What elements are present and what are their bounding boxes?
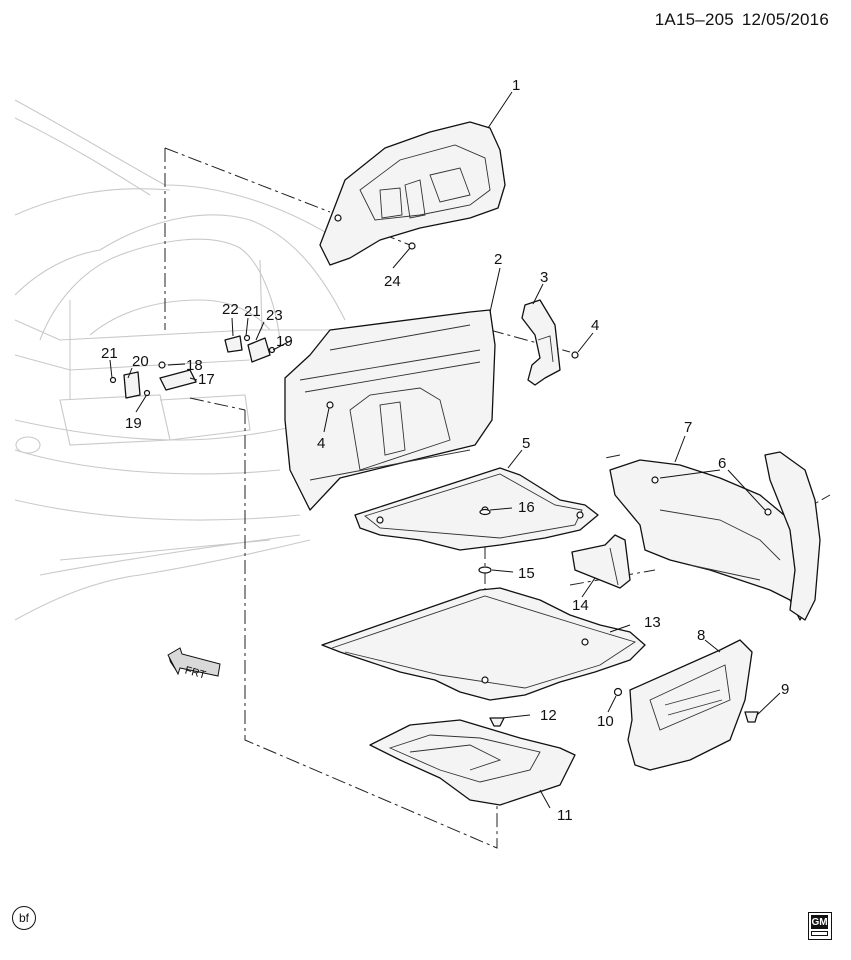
callout-24: 24 xyxy=(384,273,401,290)
part-5-floor-panel xyxy=(354,467,599,551)
callout-19b: 19 xyxy=(276,333,293,350)
part-13-floor-mat xyxy=(321,587,646,701)
illustrator-initials: bf xyxy=(12,906,36,930)
part-2-trunk-front-panel xyxy=(284,309,496,511)
callout-22: 22 xyxy=(222,301,239,318)
callout-19a: 19 xyxy=(125,415,142,432)
part-8-side-panel xyxy=(627,639,753,771)
callout-10: 10 xyxy=(597,713,614,730)
callout-14: 14 xyxy=(572,597,589,614)
callout-23: 23 xyxy=(266,307,283,324)
callout-20: 20 xyxy=(132,353,149,370)
front-arrow-label: FRT xyxy=(184,665,208,682)
callout-2: 2 xyxy=(494,251,502,268)
callout-9: 9 xyxy=(781,681,789,698)
gm-logo-text: GM xyxy=(811,915,828,929)
callout-4a: 4 xyxy=(591,317,599,334)
callout-7: 7 xyxy=(684,419,692,436)
callout-4b: 4 xyxy=(317,435,325,452)
hardware-parts xyxy=(109,242,759,727)
callout-18: 18 xyxy=(186,357,203,374)
part-1-decklid-trim xyxy=(319,121,506,266)
callout-labels: 1 2 3 4 4 5 6 6 7 8 9 10 11 12 13 14 15 … xyxy=(101,77,789,824)
gm-logo-icon: GM xyxy=(808,912,832,940)
diagram-code: 1A15–205 xyxy=(654,10,734,29)
gm-logo-bar xyxy=(811,931,828,936)
part-3-bracket xyxy=(521,299,561,386)
callout-21b: 21 xyxy=(244,303,261,320)
callout-17: 17 xyxy=(198,371,215,388)
callout-3: 3 xyxy=(540,269,548,286)
diagram-date: 12/05/2016 xyxy=(741,10,829,29)
callout-15: 15 xyxy=(518,565,535,582)
callout-16: 16 xyxy=(518,499,535,516)
callout-6a: 6 xyxy=(718,455,726,472)
callout-8: 8 xyxy=(697,627,705,644)
callout-21a: 21 xyxy=(101,345,118,362)
leader-lines xyxy=(109,91,781,809)
callout-1: 1 xyxy=(512,77,520,94)
front-direction-arrow-icon: FRT xyxy=(167,647,221,682)
callout-13: 13 xyxy=(644,614,661,631)
callout-12: 12 xyxy=(540,707,557,724)
vehicle-outline xyxy=(14,99,346,621)
part-11-storage-tray xyxy=(369,719,576,806)
callout-5: 5 xyxy=(522,435,530,452)
callout-11: 11 xyxy=(557,807,573,824)
diagram-header: 1A15–205 12/05/2016 xyxy=(655,10,829,30)
part-7-side-trim xyxy=(609,451,821,621)
part-14-bracket xyxy=(571,534,631,589)
